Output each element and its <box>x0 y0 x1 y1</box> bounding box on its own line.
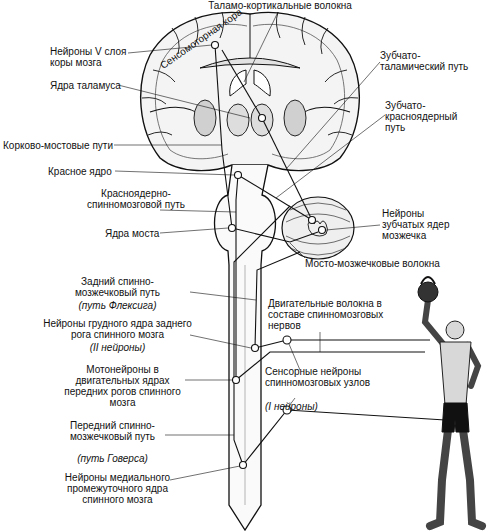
leader-line <box>160 210 236 212</box>
leader-line <box>287 62 380 168</box>
neuron <box>259 115 266 122</box>
leader-line <box>244 12 278 82</box>
structure-label: Зубчато-таламический путь <box>380 50 480 72</box>
structure-label: Мосто-мозжечковые волокна <box>305 258 475 269</box>
leader-line <box>118 85 250 118</box>
neuron <box>235 172 242 179</box>
neuron <box>240 462 247 469</box>
neuron <box>319 227 326 234</box>
leader-line <box>276 115 385 198</box>
neuron <box>233 377 240 384</box>
thalamocortical-fibre <box>222 50 262 118</box>
structure-label: Нейроны медиального промежуточного ядра … <box>60 472 175 505</box>
leader-line <box>185 380 232 381</box>
cord-midline <box>245 265 246 505</box>
neuron <box>229 225 236 232</box>
leader-line <box>320 332 321 352</box>
athlete-leg <box>430 430 448 526</box>
dentatothalamic-tract <box>262 118 312 220</box>
structure-label: Нейроны V слоя коры мозга <box>50 46 130 68</box>
structure-label: Передний спинно-мозжечковый путь <box>60 420 165 442</box>
sulcus-lines <box>142 12 358 135</box>
structure-label: Сенсорные нейроны спинномозговых узлов <box>265 366 375 388</box>
thalamus <box>251 104 273 136</box>
sensory-fibre <box>255 340 430 348</box>
structure-label: Красное ядро <box>48 166 128 177</box>
leader-line <box>190 292 256 300</box>
lateral-sulcus <box>150 107 350 118</box>
athlete-arm <box>425 300 444 345</box>
basal-ganglia <box>284 100 306 136</box>
structure-label: Ядра таламуса <box>50 80 130 91</box>
structure-label: Нейроны зубчатых ядер мозжечка <box>382 208 467 241</box>
athlete-head <box>446 321 464 339</box>
sensory-fibre <box>243 410 445 465</box>
athlete-leg <box>463 430 482 526</box>
structure-label: Двигательные волокна в составе спинномоз… <box>268 298 388 331</box>
spinal-ganglion <box>283 336 291 344</box>
structure-label: (II нейроны) <box>40 342 195 353</box>
leader-line <box>190 335 251 348</box>
thalamus <box>227 104 249 136</box>
structure-label: (путь Флексига) <box>55 300 180 311</box>
anterior-spinocerebellar-tract <box>234 206 290 465</box>
athlete-torso <box>440 342 471 405</box>
basal-ganglia <box>194 100 216 136</box>
brainstem-spinal-cord <box>215 165 276 530</box>
athlete-shorts <box>442 403 469 432</box>
leader-line <box>326 225 380 230</box>
neuron <box>252 345 259 352</box>
structure-label: Мотонейроны в двигательных ядрах передни… <box>60 364 185 408</box>
structure-label: Зубчато-красноядерный путь <box>385 100 465 133</box>
leader-line <box>290 243 305 258</box>
leader-line <box>160 228 228 233</box>
corpus-callosum <box>200 58 300 68</box>
neuron <box>212 42 219 49</box>
rubrospinal-tract <box>236 175 238 380</box>
leader-line <box>114 145 222 146</box>
structure-label: Нейроны грудного ядра заднего рога спинн… <box>40 318 195 340</box>
leader-line <box>115 171 234 175</box>
structure-label: Корково-мостовые пути <box>3 140 123 151</box>
leader-line <box>165 435 234 436</box>
cerebellum <box>282 197 354 259</box>
structure-label: Ядра моста <box>105 228 165 239</box>
pontocerebellar-fibre <box>232 228 318 242</box>
leader-line <box>170 466 240 480</box>
cerebellar-folia <box>286 203 350 255</box>
structure-label: Красноядерно-спинномозговой путь <box>80 188 192 210</box>
corticopontine-tract <box>215 45 232 228</box>
structure-label: (I нейроны) <box>265 401 375 412</box>
structure-label: (путь Говерса) <box>60 453 165 464</box>
structure-label: Таламо-кортикальные волокна <box>205 0 355 11</box>
kettlebell <box>418 282 438 302</box>
neuron <box>309 217 316 224</box>
brain-outline <box>141 13 360 171</box>
longitudinal-fissure <box>250 14 251 62</box>
structure-label: Задний спинно-мозжечковый путь <box>55 276 180 298</box>
